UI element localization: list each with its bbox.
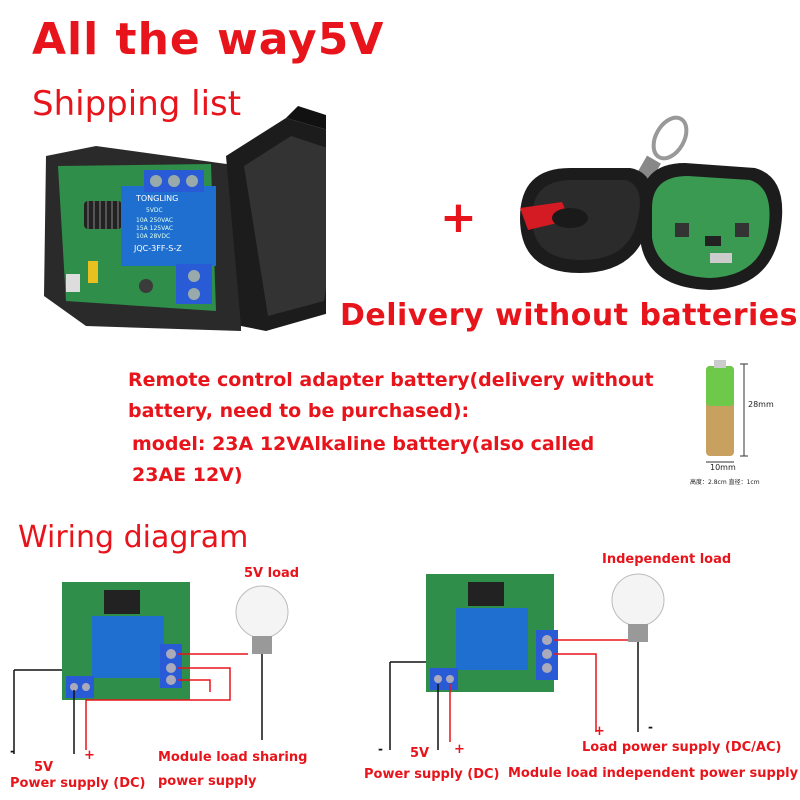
wiring-diagram-heading: Wiring diagram bbox=[18, 520, 249, 555]
battery-model: model: 23A 12VAlkaline battery(also call… bbox=[132, 429, 594, 491]
right-plus-sign: + bbox=[454, 742, 465, 757]
left-mode-line-1: Module load sharing bbox=[158, 750, 308, 765]
remote-control-photo bbox=[520, 115, 783, 290]
right-wiring-diagram bbox=[389, 573, 665, 750]
battery-height-label: 28mm bbox=[748, 400, 774, 409]
delivery-note: Delivery without batteries bbox=[340, 298, 798, 333]
shipping-list-heading: Shipping list bbox=[32, 84, 242, 124]
left-power-supply-label: Power supply (DC) bbox=[10, 776, 146, 791]
battery-size-caption: 高度：2.8cm 直径：1cm bbox=[690, 479, 760, 486]
battery-description-line-2: battery, need to be purchased): bbox=[128, 400, 470, 422]
relay-rating-2: 15A 125VAC bbox=[136, 225, 173, 232]
right-minus-sign: - bbox=[378, 742, 383, 756]
battery-description: Remote control adapter battery(delivery … bbox=[128, 365, 654, 427]
battery-model-line-1: model: 23A 12VAlkaline battery(also call… bbox=[132, 433, 595, 455]
relay-voltage-text: 5VDC bbox=[146, 207, 163, 214]
left-load-label: 5V load bbox=[244, 566, 300, 581]
right-load-supply-label: Load power supply (DC/AC) bbox=[582, 740, 782, 755]
page-title: All the way5V bbox=[32, 14, 385, 65]
right-load-label: Independent load bbox=[602, 552, 732, 567]
receiver-module-photo: TONGLING 5VDC 10A 250VAC 15A 125VAC 10A … bbox=[44, 106, 326, 331]
left-voltage-label: 5V bbox=[34, 760, 54, 775]
right-load-minus-sign: - bbox=[648, 720, 653, 734]
left-mode-line-2: power supply bbox=[158, 774, 257, 789]
relay bbox=[121, 186, 216, 266]
left-plus-sign: + bbox=[84, 748, 95, 763]
relay-model-text: JQC-3FF-S-Z bbox=[133, 244, 182, 253]
relay-brand-text: TONGLING bbox=[135, 194, 178, 203]
plus-sign: + bbox=[440, 192, 477, 243]
battery-description-line-1: Remote control adapter battery(delivery … bbox=[128, 369, 654, 391]
left-wiring-diagram bbox=[13, 582, 289, 754]
battery-width-label: 10mm bbox=[710, 463, 736, 472]
right-load-plus-sign: + bbox=[594, 724, 605, 739]
battery-photo bbox=[706, 360, 748, 463]
relay-rating-1: 10A 250VAC bbox=[136, 217, 173, 224]
right-power-supply-label: Power supply (DC) bbox=[364, 767, 500, 782]
relay-rating-3: 10A 28VDC bbox=[136, 233, 170, 240]
battery-model-line-2: 23AE 12V) bbox=[132, 464, 243, 486]
right-voltage-label: 5V bbox=[410, 746, 430, 761]
right-mode-label: Module load independent power supply bbox=[508, 766, 799, 781]
left-minus-sign: - bbox=[10, 744, 15, 758]
remote-pcb bbox=[652, 176, 770, 278]
